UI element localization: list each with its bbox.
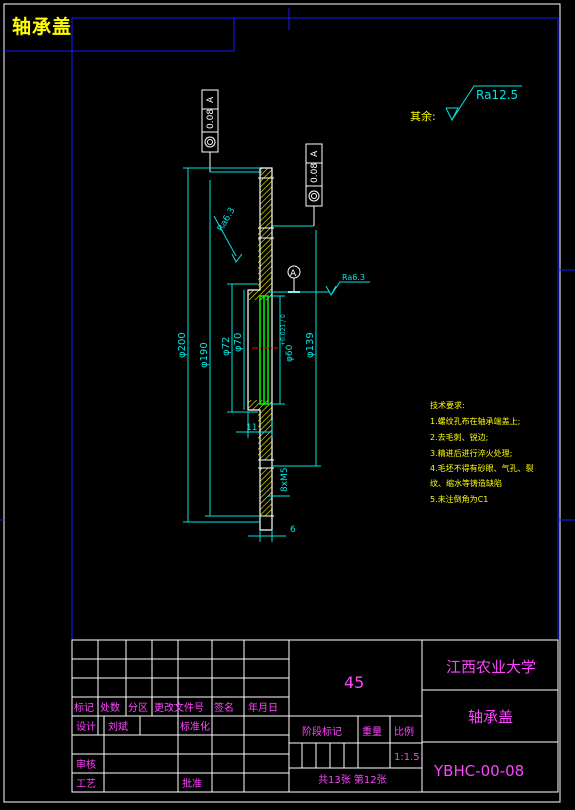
tech-req-item: 1.螺纹孔布在轴承端盖上; xyxy=(430,416,520,426)
standardization-label: 标准化 xyxy=(180,720,210,733)
tech-req-heading: 技术要求: xyxy=(430,400,465,410)
header-zone: 分区 xyxy=(128,702,148,714)
tech-req-item: 纹、缩水等铸造缺陷 xyxy=(430,478,502,488)
header-sign: 签名 xyxy=(214,701,234,714)
datum-a: A xyxy=(287,265,301,293)
roughness-face-right: Ra6.3 xyxy=(268,273,370,297)
review-label: 审核 xyxy=(76,758,96,771)
process-label: 工艺 xyxy=(76,778,96,790)
tech-req-item: 3.精进后进行淬火处理; xyxy=(430,448,512,458)
material-value: 45 xyxy=(344,673,364,692)
dimensions xyxy=(183,167,321,542)
dim-6: 6 xyxy=(290,525,296,535)
stage-label: 阶段标记 xyxy=(302,725,342,738)
scale-value: 1:1.5 xyxy=(394,752,420,763)
sheet-border xyxy=(0,3,575,803)
title-block xyxy=(71,639,559,793)
designer-name: 刘斌 xyxy=(108,721,128,733)
scale-label: 比例 xyxy=(394,725,414,738)
weight-label: 重量 xyxy=(362,725,382,738)
design-label: 设计 xyxy=(76,720,96,733)
approve-label: 批准 xyxy=(182,777,202,790)
tolerance-right-value: 0.08 xyxy=(310,163,320,183)
roughness-face-left: Ra6.3 xyxy=(213,206,243,263)
dim-phi60: φ60 xyxy=(285,344,295,362)
part-section xyxy=(247,167,278,531)
dim-phi200: φ200 xyxy=(177,332,188,358)
header-count: 处数 xyxy=(100,701,120,714)
drawing-number: YBHC-00-08 xyxy=(433,762,524,780)
header-date: 年月日 xyxy=(248,701,278,714)
tech-req-item: 4.毛坯不得有砂眼、气孔、裂 xyxy=(430,463,534,473)
general-roughness: 其余: Ra12.5 xyxy=(410,85,522,123)
dim-holes: 8xM5 xyxy=(280,467,290,492)
header-mark: 标记 xyxy=(74,702,94,714)
part-name: 轴承盖 xyxy=(468,708,513,726)
dim-phi72: φ72 xyxy=(221,337,232,356)
roughness-face-right-value: Ra6.3 xyxy=(342,273,365,282)
dim-phi60-tol: +0.021 / 0 xyxy=(280,314,287,346)
roughness-face-left-value: Ra6.3 xyxy=(216,206,238,233)
school-name: 江西农业大学 xyxy=(446,658,536,676)
tech-req-item: 5.未注倒角为C1 xyxy=(430,494,488,504)
dim-11: 11 xyxy=(246,423,257,433)
dim-phi190: φ190 xyxy=(199,342,210,368)
tolerance-left-datum: A xyxy=(206,96,216,103)
dim-phi139: φ139 xyxy=(305,332,316,358)
datum-a-label: A xyxy=(290,269,297,279)
roughness-general-label: 其余: xyxy=(410,109,436,123)
tolerance-right-datum: A xyxy=(310,150,320,157)
tech-req-item: 2.去毛刺、锐边; xyxy=(430,432,488,442)
tolerance-frame-left: 0.08 A xyxy=(201,89,262,173)
drawing-title: 轴承盖 xyxy=(12,16,73,38)
tolerance-left-value: 0.08 xyxy=(206,109,216,129)
dim-phi70: φ70 xyxy=(233,333,244,352)
tolerance-frame-right: 0.08 A xyxy=(272,143,323,227)
technical-requirements: 技术要求: 1.螺纹孔布在轴承端盖上; 2.去毛刺、锐边; 3.精进后进行淬火处… xyxy=(430,400,534,504)
header-doc-no: 更改文件号 xyxy=(154,701,204,714)
sheet-count: 共13张 第12张 xyxy=(318,773,387,786)
roughness-general-value: Ra12.5 xyxy=(476,88,518,102)
